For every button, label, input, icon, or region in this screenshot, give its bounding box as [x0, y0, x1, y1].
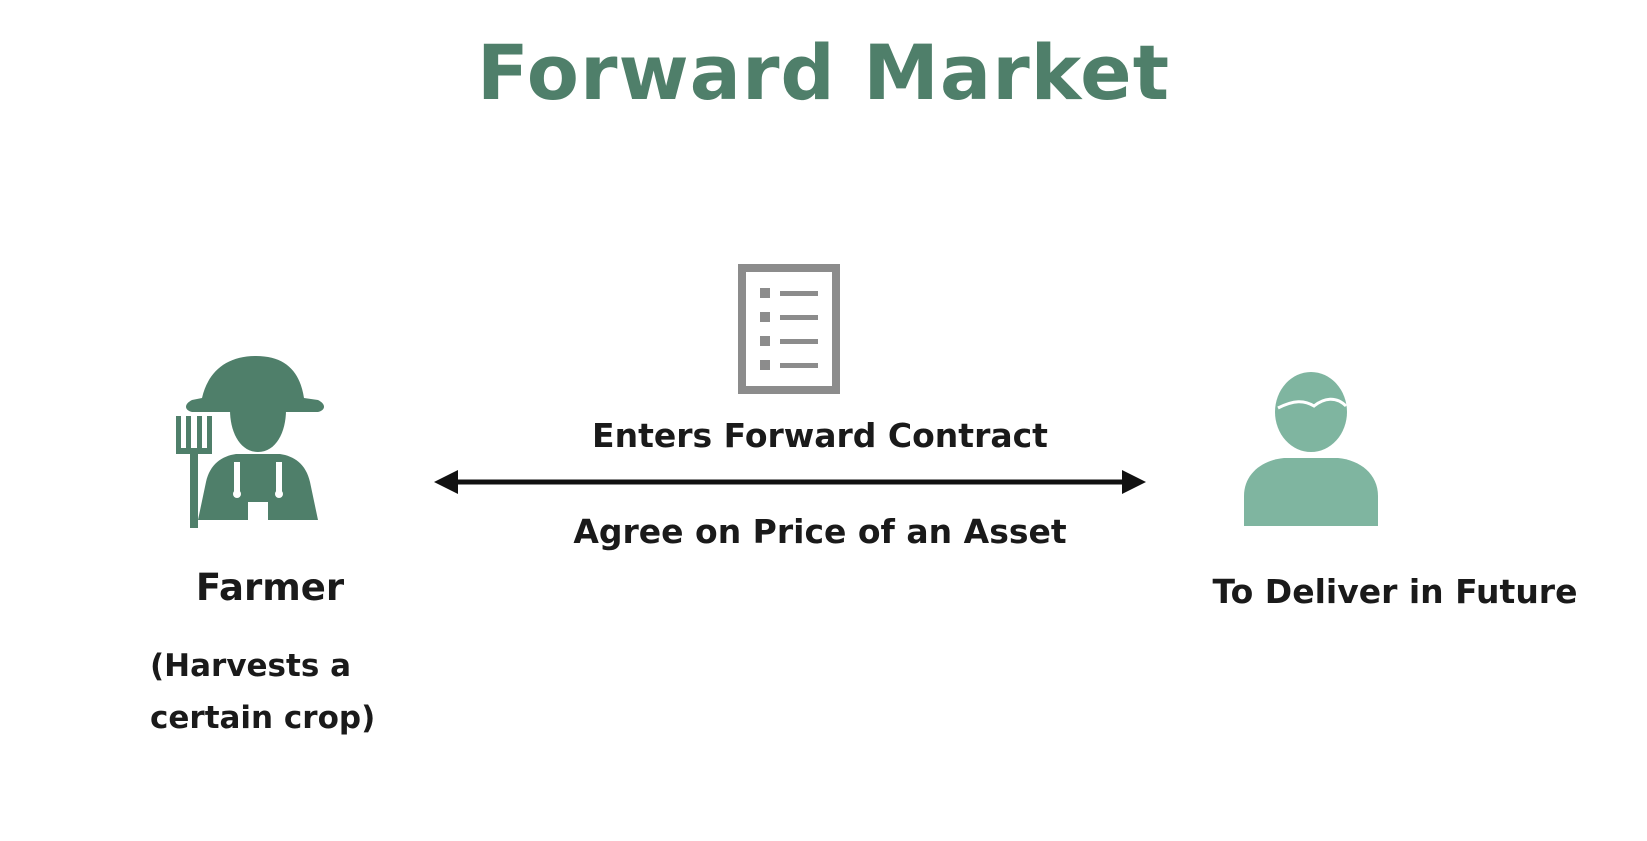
person-icon — [1244, 372, 1378, 526]
contract-document-icon — [738, 264, 840, 394]
farmer-label: Farmer — [195, 566, 345, 609]
buyer-label: To Deliver in Future — [1212, 572, 1578, 611]
agreement-label: Agree on Price of an Asset — [573, 512, 1067, 551]
diagram-title: Forward Market — [476, 28, 1171, 117]
double-headed-arrow — [434, 470, 1146, 494]
farmer-note: (Harvests a certain crop) — [150, 648, 376, 736]
farmer-icon — [176, 356, 324, 528]
contract-label: Enters Forward Contract — [592, 416, 1048, 455]
